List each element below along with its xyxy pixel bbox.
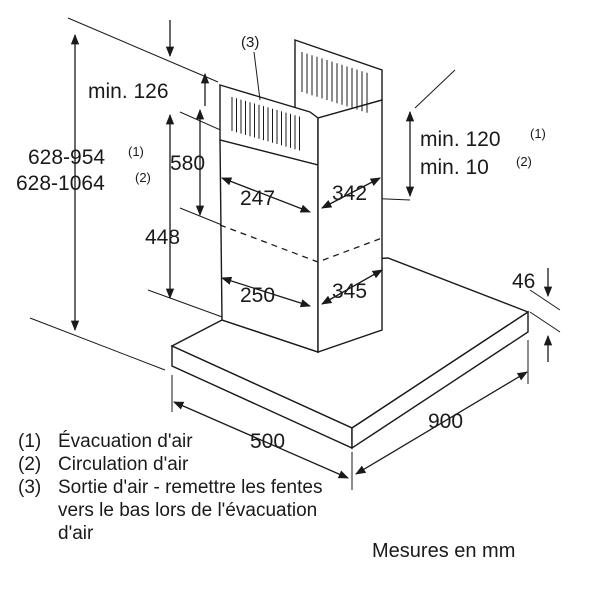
legend-item: (2) Circulation d'air bbox=[18, 453, 348, 476]
label-342: 342 bbox=[332, 182, 367, 205]
label-ref-3: (3) bbox=[241, 34, 259, 51]
legend-key: (1) bbox=[18, 431, 42, 452]
label-height-ref-2: (2) bbox=[135, 170, 151, 185]
legend-item: (3) Sortie d'air - remettre les fentes v… bbox=[18, 476, 348, 545]
label-min-120: min. 120 bbox=[420, 128, 501, 151]
dimension-labels: min. 126 (3) 628-954 (1) 628-1064 (2) 58… bbox=[16, 34, 546, 453]
dimension-lines bbox=[70, 20, 553, 490]
label-min-126: min. 126 bbox=[88, 80, 169, 103]
legend-item: (1) Évacuation d'air bbox=[18, 430, 348, 453]
label-580: 580 bbox=[170, 152, 205, 175]
legend: (1) Évacuation d'air (2) Circulation d'a… bbox=[18, 430, 348, 545]
label-500: 500 bbox=[250, 430, 285, 453]
units-note: Mesures en mm bbox=[372, 540, 516, 562]
label-46: 46 bbox=[512, 270, 535, 293]
legend-key: (3) bbox=[18, 477, 42, 498]
label-900: 900 bbox=[428, 410, 463, 433]
label-height-range-1: 628-954 bbox=[28, 146, 105, 169]
label-345: 345 bbox=[332, 280, 367, 303]
label-min-120-ref-1: (1) bbox=[530, 126, 546, 141]
legend-text: Évacuation d'air bbox=[58, 431, 193, 452]
label-250: 250 bbox=[240, 284, 275, 307]
legend-key: (2) bbox=[18, 454, 42, 475]
vent-slots bbox=[231, 52, 368, 151]
label-min-10: min. 10 bbox=[420, 156, 489, 179]
legend-text: Sortie d'air - remettre les fentes vers … bbox=[58, 477, 323, 544]
label-247: 247 bbox=[240, 187, 275, 210]
label-height-ref-1: (1) bbox=[128, 144, 144, 159]
label-448: 448 bbox=[145, 226, 180, 249]
label-min-10-ref-2: (2) bbox=[516, 154, 532, 169]
legend-text: Circulation d'air bbox=[58, 454, 189, 475]
label-height-range-2: 628-1064 bbox=[16, 172, 105, 195]
